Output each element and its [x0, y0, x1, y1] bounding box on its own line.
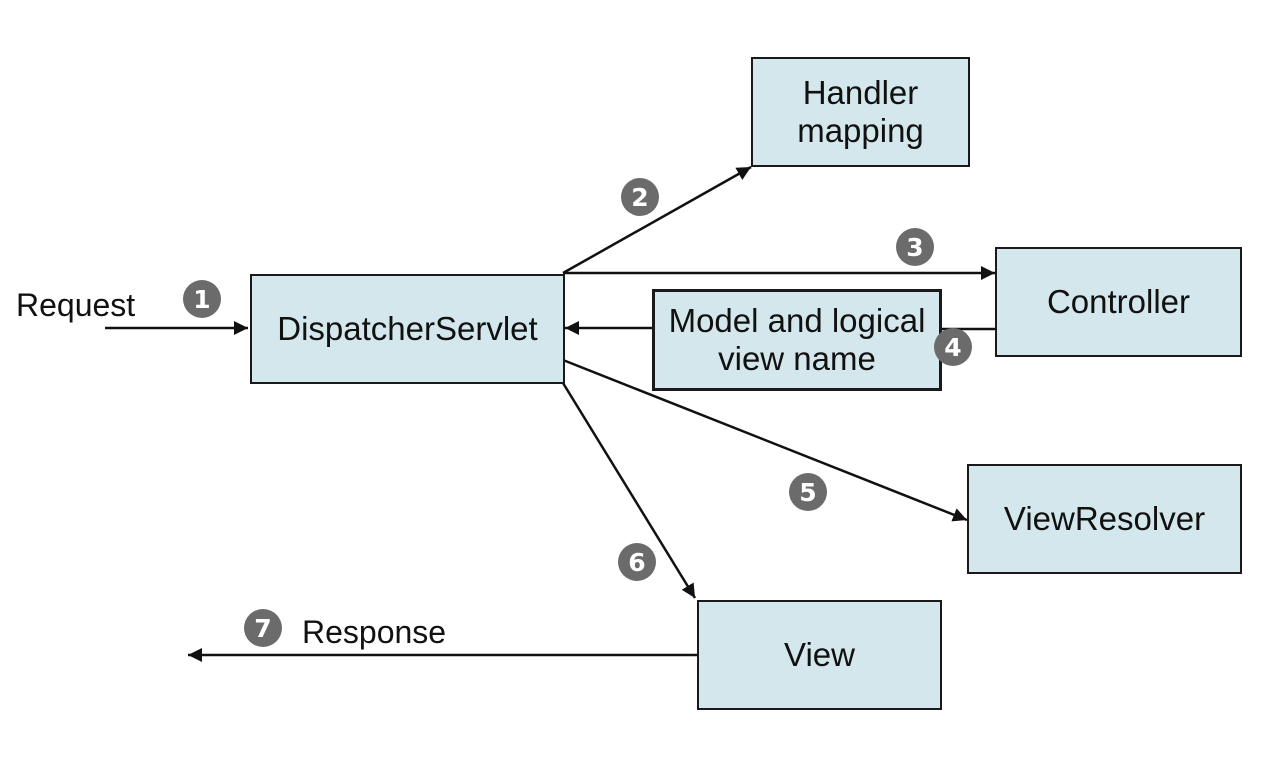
- handler-mapping-box: Handler mapping: [751, 57, 970, 167]
- view-box: View: [697, 600, 942, 710]
- step-3-badge: 3: [896, 228, 934, 266]
- step-1-badge: 1: [183, 280, 221, 318]
- request-label: Request: [16, 287, 136, 323]
- arrow-to-handler-mapping: [562, 165, 752, 275]
- step-4-badge: 4: [934, 328, 972, 366]
- dispatcher-servlet-label: DispatcherServlet: [277, 310, 538, 347]
- handler-mapping-label-line2: mapping: [797, 112, 924, 149]
- handler-mapping-label-line1: Handler: [802, 74, 919, 111]
- model-view-label-line2: view name: [718, 340, 876, 377]
- arrow-to-view: [561, 382, 697, 599]
- view-label: View: [784, 636, 855, 673]
- view-resolver-label: ViewResolver: [1003, 500, 1206, 537]
- step-7-badge: 7: [244, 609, 282, 647]
- arrow-to-view-resolver: [562, 358, 968, 522]
- step-6-badge: 6: [618, 543, 656, 581]
- view-resolver-box: ViewResolver: [967, 464, 1242, 574]
- step-5-badge: 5: [789, 473, 827, 511]
- model-view-label-line1: Model and logical: [668, 302, 926, 339]
- controller-box: Controller: [995, 247, 1242, 357]
- step-2-badge: 2: [621, 178, 659, 216]
- controller-label: Controller: [1046, 283, 1191, 320]
- dispatcher-servlet-box: DispatcherServlet: [250, 274, 565, 384]
- response-label: Response: [302, 614, 447, 650]
- model-view-name-box: Model and logical view name: [652, 289, 942, 391]
